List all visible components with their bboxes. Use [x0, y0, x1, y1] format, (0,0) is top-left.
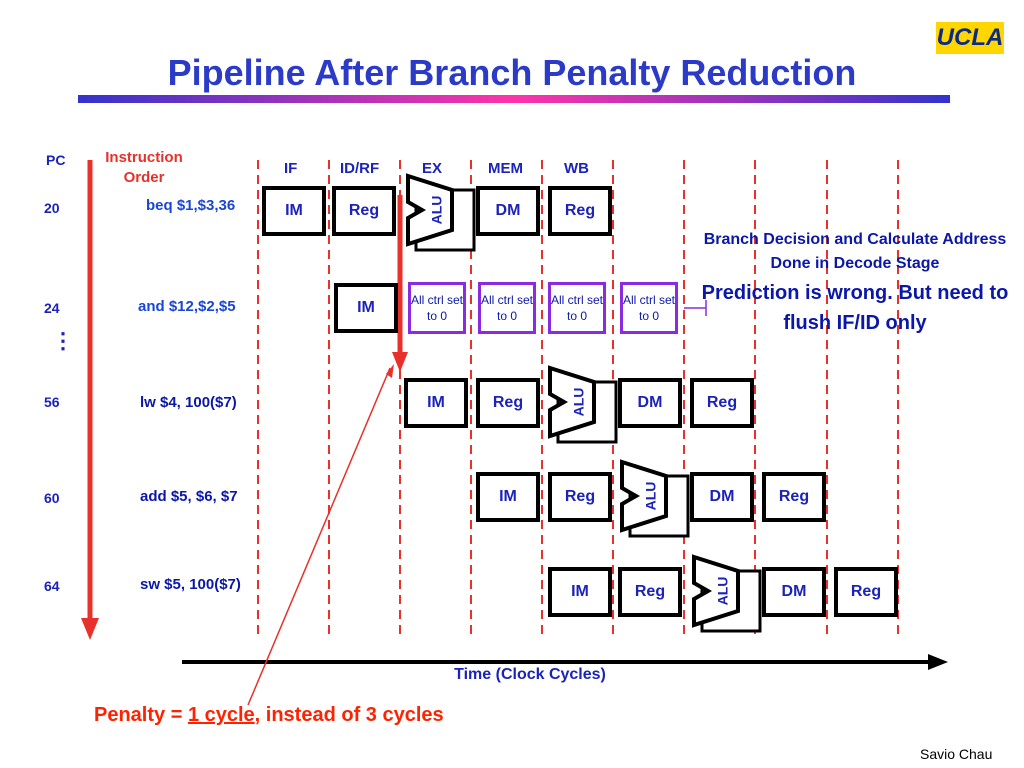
pc-value: 56 — [44, 394, 60, 410]
dm-box: DM — [690, 472, 754, 522]
reg-box: Reg — [548, 186, 612, 236]
time-axis-label: Time (Clock Cycles) — [454, 666, 606, 683]
ctrl-zero-box: All ctrl set to 0 — [408, 282, 466, 334]
penalty-note: Penalty = 1 cycle, instead of 3 cycles — [94, 704, 444, 727]
reg-box: Reg — [332, 186, 396, 236]
im-box: IM — [262, 186, 326, 236]
title-underline — [78, 95, 950, 103]
dm-box: DM — [476, 186, 540, 236]
reg-box: Reg — [690, 378, 754, 428]
dm-box: DM — [618, 378, 682, 428]
stage-header-mem: MEM — [488, 160, 523, 177]
im-box: IM — [548, 567, 612, 617]
penalty-prefix: Penalty = — [94, 704, 188, 726]
alu-shape — [548, 365, 596, 439]
reg-box: Reg — [618, 567, 682, 617]
im-box: IM — [476, 472, 540, 522]
stage-header-id: ID/RF — [340, 160, 380, 177]
penalty-suffix: , instead of 3 cycles — [254, 704, 444, 726]
penalty-highlight: 1 cycle — [187, 704, 255, 726]
pc-header: PC — [46, 152, 66, 168]
stage-header-wb: WB — [564, 160, 589, 177]
pc-value: 20 — [44, 200, 60, 216]
im-box: IM — [334, 283, 398, 333]
instruction-label: beq $1,$3,36 — [146, 197, 236, 214]
ucla-logo: UCLA — [936, 22, 1004, 54]
note-connector — [684, 300, 707, 316]
instruction-label: sw $5, 100($7) — [140, 576, 241, 593]
im-box: IM — [404, 378, 468, 428]
prediction-wrong-note: Prediction is wrong. But need to flush I… — [701, 282, 1009, 334]
alu-label: ALU — [429, 196, 445, 225]
ellipsis-vertical: ⋮ — [52, 328, 74, 353]
flush-arrow — [392, 195, 408, 372]
pc-value: 24 — [44, 300, 60, 316]
branch-decision-note: Branch Decision and Calculate Address Do… — [703, 231, 1007, 272]
instruction-order-label: Instruction Order — [105, 149, 183, 186]
reg-box: Reg — [834, 567, 898, 617]
instruction-order-arrow — [81, 160, 99, 640]
reg-box: Reg — [762, 472, 826, 522]
pc-value: 60 — [44, 490, 60, 506]
alu-shape — [692, 554, 740, 628]
reg-box: Reg — [476, 378, 540, 428]
instruction-label: lw $4, 100($7) — [140, 394, 237, 411]
instruction-label: and $12,$2,$5 — [138, 298, 236, 315]
alu-shape — [406, 173, 454, 247]
author-name: Savio Chau — [920, 746, 993, 762]
alu-shape — [620, 459, 668, 533]
reg-box: Reg — [548, 472, 612, 522]
ctrl-zero-box: All ctrl set to 0 — [548, 282, 606, 334]
dm-box: DM — [762, 567, 826, 617]
ctrl-zero-box: All ctrl set to 0 — [478, 282, 536, 334]
stage-header-ex: EX — [422, 160, 443, 177]
pc-value: 64 — [44, 578, 60, 594]
alu-label: ALU — [571, 388, 587, 417]
instruction-label: add $5, $6, $7 — [140, 488, 238, 505]
ctrl-zero-box: All ctrl set to 0 — [620, 282, 678, 334]
alu-label: ALU — [715, 577, 731, 606]
time-axis-arrow — [182, 654, 948, 670]
alu-label: ALU — [643, 482, 659, 511]
penalty-pointer-line — [247, 367, 391, 706]
slide-title: Pipeline After Branch Penalty Reduction — [167, 52, 857, 93]
stage-header-if: IF — [284, 160, 298, 177]
